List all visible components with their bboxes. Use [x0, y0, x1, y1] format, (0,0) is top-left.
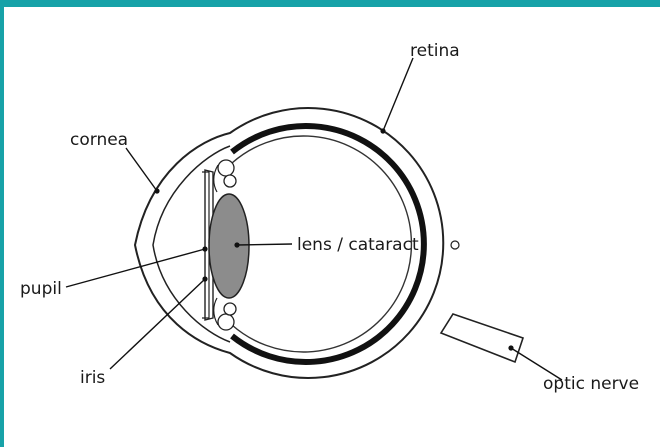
optic-disc-notch — [451, 241, 459, 249]
lens-leader — [237, 244, 292, 245]
cornea-label: cornea — [70, 130, 128, 150]
retina-leader — [383, 58, 413, 131]
pupil-dot — [202, 246, 207, 251]
lens-dot — [234, 242, 239, 247]
cornea-leader — [126, 148, 157, 191]
pupil-label: pupil — [20, 279, 62, 299]
lens — [209, 194, 249, 298]
cornea-dot — [154, 188, 159, 193]
optic-nerve-dot — [508, 345, 513, 350]
iris-label: iris — [80, 368, 105, 388]
optic-nerve-label: optic nerve — [543, 374, 639, 394]
lens-label: lens / cataract — [297, 235, 419, 255]
retina-label: retina — [410, 41, 460, 61]
optic-nerve — [441, 314, 523, 362]
iris-dot — [202, 276, 207, 281]
retina-dot — [380, 128, 385, 133]
